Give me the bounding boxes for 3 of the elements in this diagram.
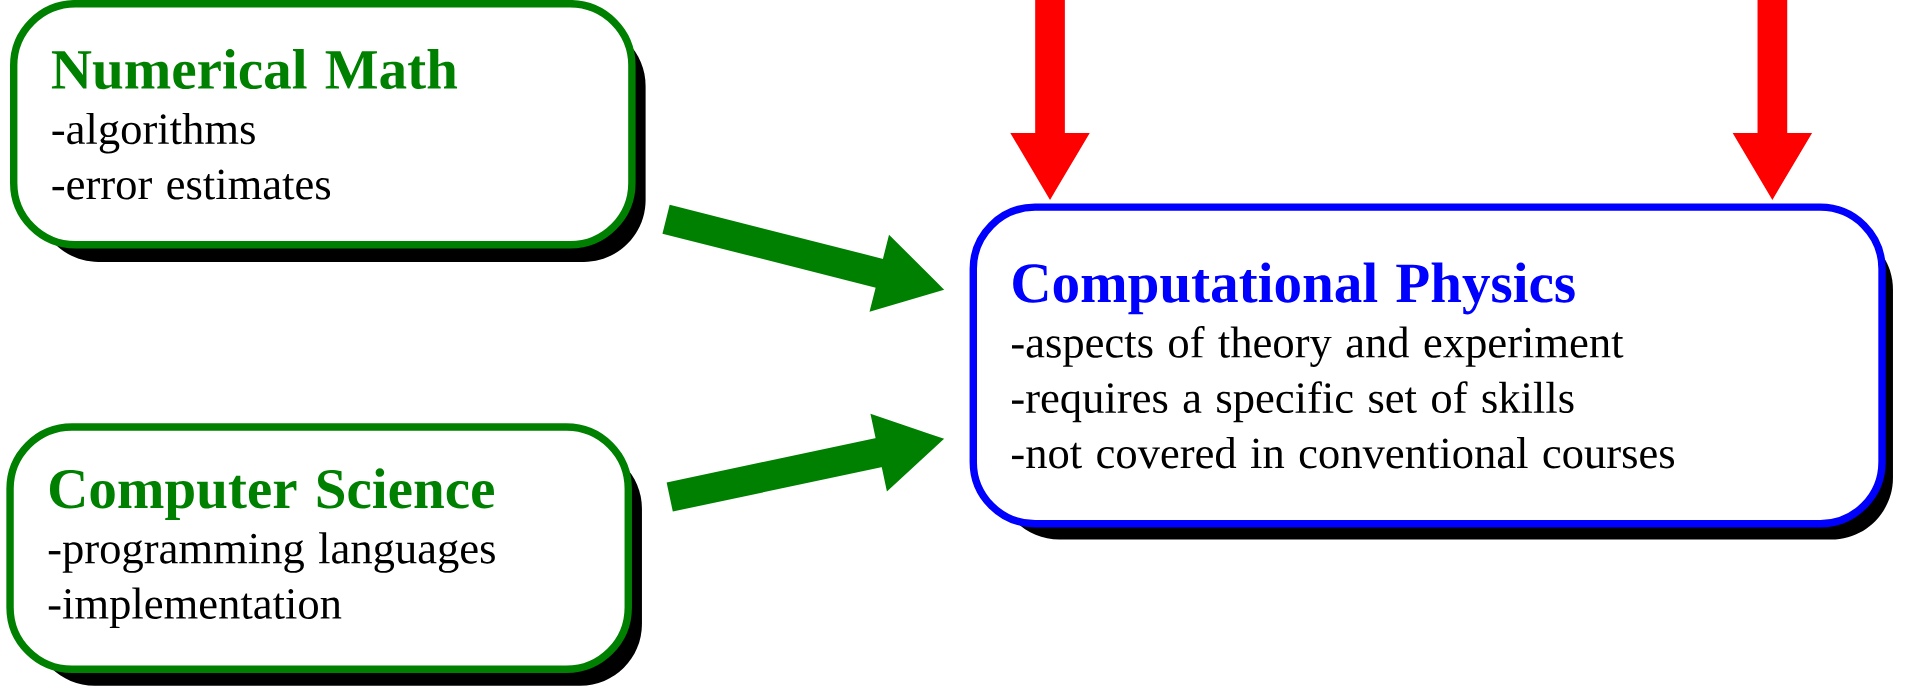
text-box: Computational Physics -aspects of theory and experiment -requires a specific set of skills -not covered in conventional courses: [969, 203, 1893, 540]
text-box: Computer Science -programming languages -implementation: [6, 423, 642, 686]
text-box: Numerical Math -algorithms -error estimates: [10, 0, 646, 262]
